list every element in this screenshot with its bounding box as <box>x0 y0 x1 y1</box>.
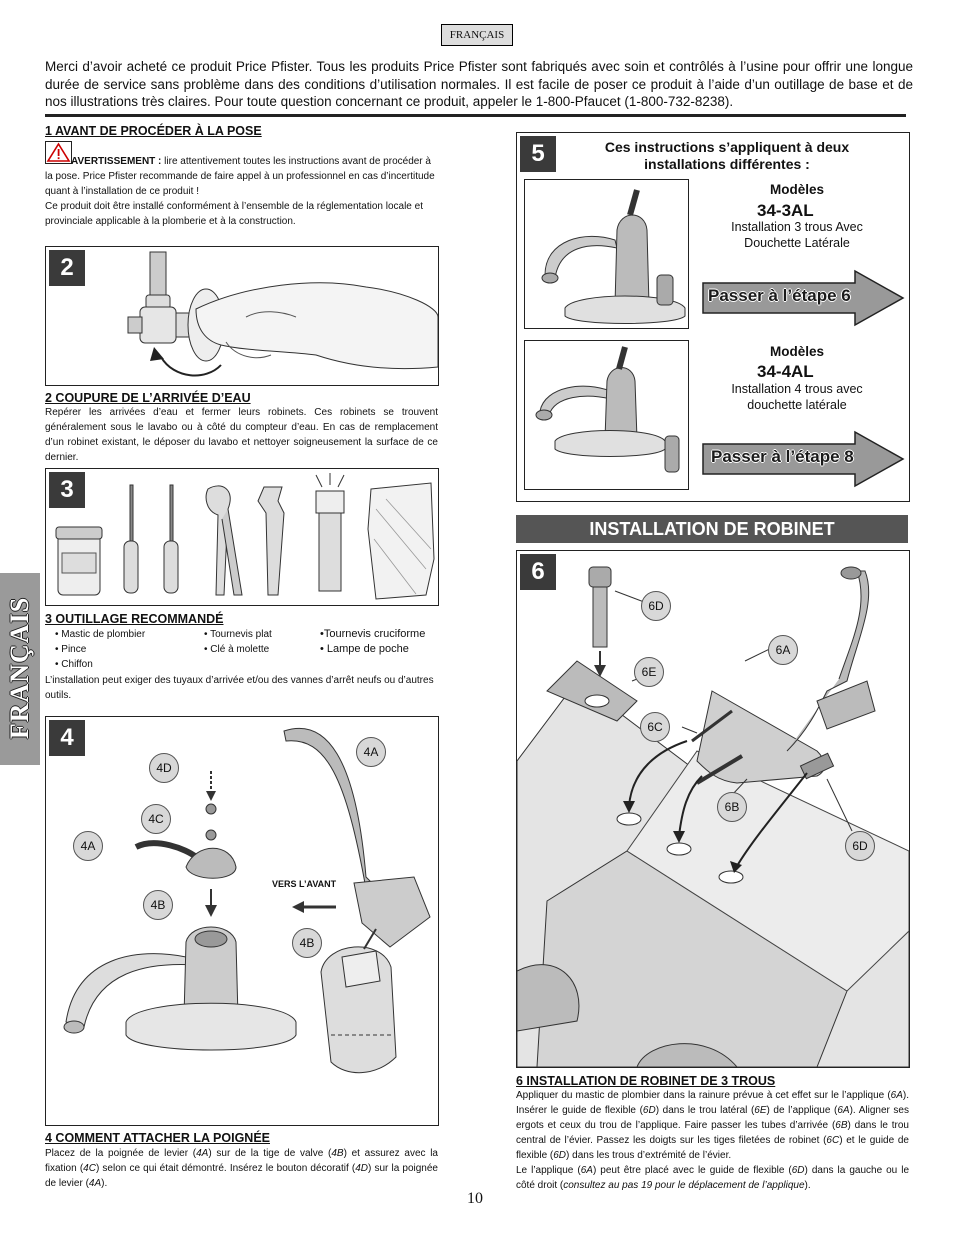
model-34-3al-image <box>524 179 689 329</box>
section1-text2: Ce produit doit être installé conforméme… <box>45 201 423 227</box>
model-34-4al-image <box>524 340 689 490</box>
step2-text: Repérer les arrivées d’eau et fermer leu… <box>45 407 438 463</box>
sink-installation-illustration <box>517 566 909 1067</box>
tools-col2: • Tournevis plat • Clé à molette <box>204 627 272 657</box>
tool-item: • Lampe de poche <box>320 643 409 655</box>
arrow-right-icon[interactable] <box>701 430 905 488</box>
flashlight-icon <box>315 473 345 592</box>
tool-item: • Chiffon <box>55 659 93 670</box>
putty-jar-icon <box>55 526 103 596</box>
direction-label: VERS L’AVANT <box>272 879 337 889</box>
step2-number: 2 <box>49 250 85 286</box>
pliers-icon <box>205 485 243 596</box>
rag-icon <box>367 482 435 600</box>
faucet-4-hole-icon <box>535 346 680 473</box>
step3-text: L’installation peut exiger des tuyaux d’… <box>45 675 434 701</box>
step6-number: 6 <box>520 554 556 590</box>
tools-col3: •Tournevis cruciforme • Lampe de poche <box>320 627 425 657</box>
step6-heading: 6 INSTALLATION DE ROBINET DE 3 TROUS <box>516 1074 776 1088</box>
callout-6e: 6E <box>634 657 664 687</box>
tool-item: • Pince <box>55 644 87 655</box>
callout-6a: 6A <box>768 635 798 665</box>
model1-label: Modèles <box>769 182 824 197</box>
step4-number: 4 <box>49 720 85 756</box>
intro-text: Merci d’avoir acheté ce produit Price Pf… <box>45 59 913 109</box>
shutoff-valve-illustration <box>127 251 438 377</box>
model1-code: 34-3AL <box>757 201 814 220</box>
step3-heading: 3 OUTILLAGE RECOMMANDÉ <box>45 612 224 626</box>
step3-illustration: 3 <box>45 468 439 606</box>
step2-heading: 2 COUPURE DE L’ARRIVÉE D’EAU <box>45 391 251 405</box>
step2-illustration: 2 <box>45 246 439 386</box>
callout-4b-spray: 4B <box>292 928 322 958</box>
step5-intro: Ces instructions s’appliquent à deux ins… <box>604 139 850 172</box>
callout-6c: 6C <box>640 712 670 742</box>
step3-number: 3 <box>49 472 85 508</box>
goto-step6-link[interactable]: Passer à l’étape 6 <box>708 286 851 305</box>
tool-item: • Mastic de plombier <box>55 629 146 640</box>
step4-text: Placez de la poignée de levier (4A) sur … <box>45 1148 438 1189</box>
warning-icon <box>45 141 72 164</box>
step4-heading: 4 COMMENT ATTACHER LA POIGNÉE <box>45 1131 270 1145</box>
callout-6d-right: 6D <box>845 831 875 861</box>
step6-illustration: 6 6D 6A 6E 6C 6B 6D <box>516 550 910 1068</box>
flat-screwdriver-icon <box>123 484 139 594</box>
page-number: 10 <box>467 1190 483 1207</box>
callout-4d: 4D <box>149 753 179 783</box>
step5-number: 5 <box>520 136 556 172</box>
tool-item: •Tournevis cruciforme <box>320 628 426 640</box>
step6-text: Appliquer du mastic de plombier dans la … <box>516 1090 910 1191</box>
callout-4b: 4B <box>143 890 173 920</box>
phillips-screwdriver-icon <box>163 484 179 594</box>
callout-4a-spray: 4A <box>356 737 386 767</box>
arrow-right-icon[interactable] <box>701 269 905 327</box>
callout-4a: 4A <box>73 831 103 861</box>
step5-panel: 5 Ces instructions s’appliquent à deux i… <box>516 132 910 502</box>
faucet-3-hole-icon <box>541 189 686 324</box>
language-side-tab <box>0 573 40 765</box>
tools-col1: • Mastic de plombier • Pince • Chiffon <box>55 627 145 672</box>
callout-6b: 6B <box>717 792 747 822</box>
callout-4c: 4C <box>141 804 171 834</box>
side-tab-label: FRANÇAIS <box>5 596 34 740</box>
warning-label: AVERTISSEMENT : <box>71 156 162 167</box>
model2-code: 34-4AL <box>757 362 814 381</box>
goto-step8-link[interactable]: Passer à l’étape 8 <box>711 447 854 466</box>
divider <box>45 114 906 117</box>
section1-body: AVERTISSEMENT : lire attentivement toute… <box>45 154 438 229</box>
tool-item: • Clé à molette <box>204 644 270 655</box>
callout-6d: 6D <box>641 591 671 621</box>
section1-heading: 1 AVANT DE PROCÉDER À LA POSE <box>45 124 262 138</box>
wrench-icon <box>257 486 285 596</box>
model2-label: Modèles <box>769 344 824 359</box>
handle-assembly-illustration <box>63 727 431 1074</box>
section-banner: INSTALLATION DE ROBINET <box>516 515 908 543</box>
tool-item: • Tournevis plat <box>204 629 272 640</box>
step4-illustration: 4 4D 4A 4C 4A 4B 4B VERS L’AVANT <box>45 716 439 1126</box>
language-badge: FRANÇAIS <box>441 24 513 46</box>
warning-text: lire attentivement toutes les instructio… <box>45 156 435 197</box>
tools-illustration <box>55 473 435 600</box>
